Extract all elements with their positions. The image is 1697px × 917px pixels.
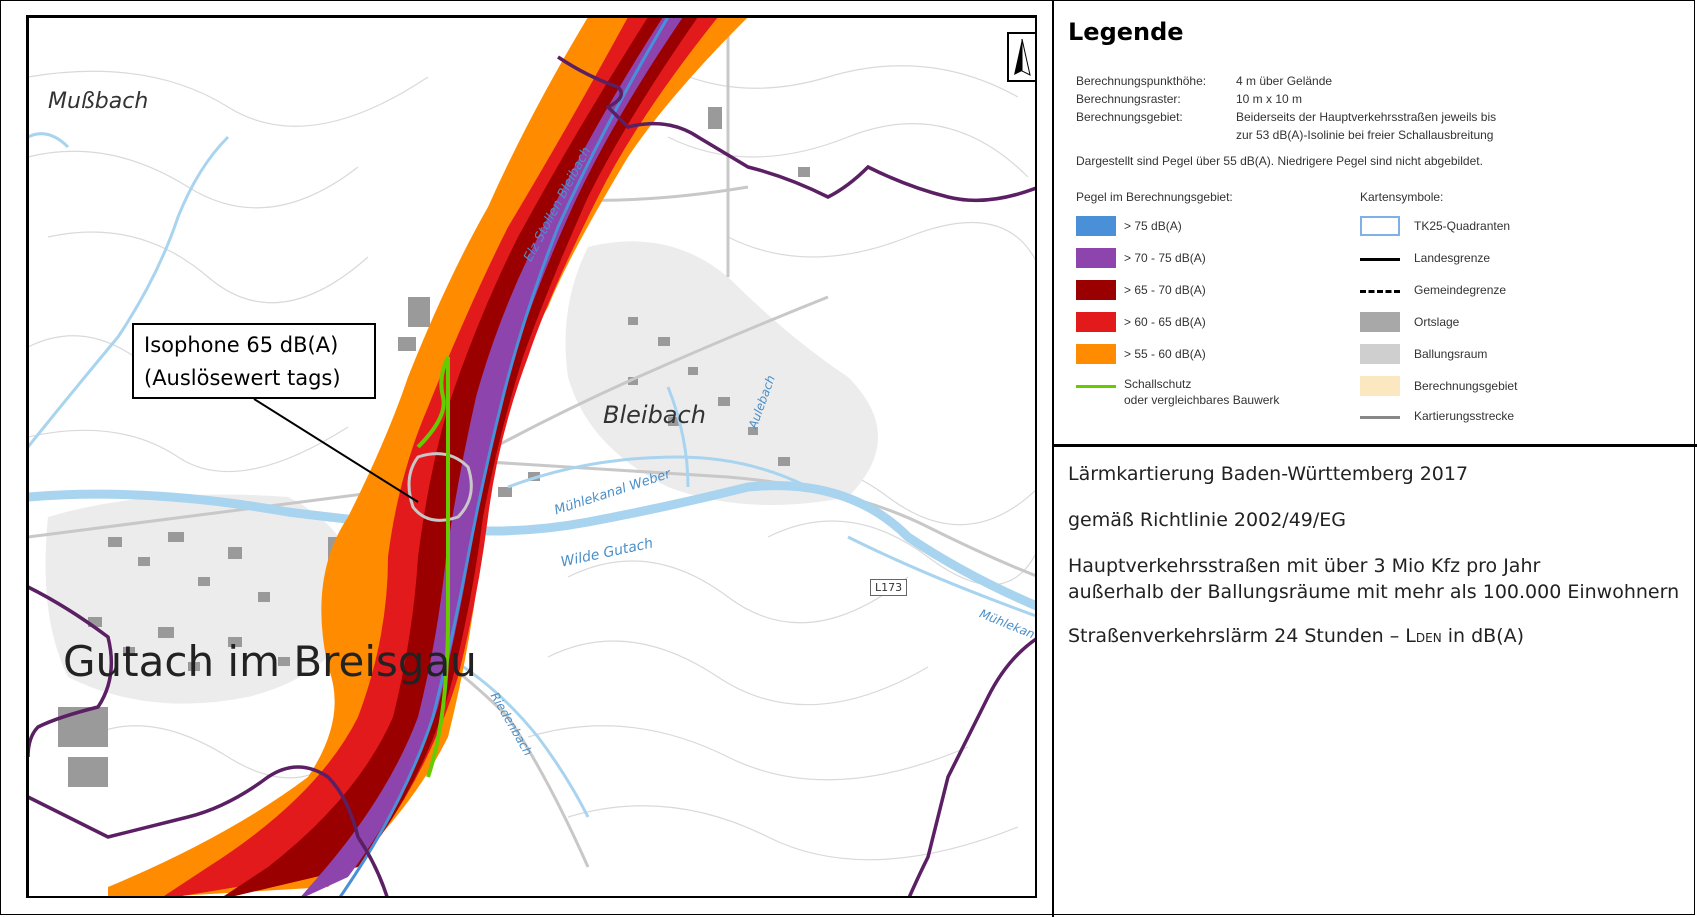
meta-value-1: 4 m über Gelände bbox=[1236, 74, 1333, 88]
symbol-label-3: Gemeindegrenze bbox=[1414, 283, 1507, 297]
info-indicator-sub: DEN bbox=[1415, 631, 1442, 645]
info-title: Lärmkartierung Baden-Württemberg 2017 bbox=[1068, 463, 1469, 485]
barrier-label-2: oder vergleichbares Bauwerk bbox=[1124, 393, 1280, 407]
barrier-label-1: Schallschutz bbox=[1124, 377, 1192, 391]
legend-note: Dargestellt sind Pegel über 55 dB(A). Ni… bbox=[1076, 154, 1483, 168]
meta-value-2: 10 m x 10 m bbox=[1236, 92, 1303, 106]
municipal-borders bbox=[28, 55, 1035, 896]
level-label-3: > 65 - 70 dB(A) bbox=[1124, 283, 1206, 297]
noise-corridor bbox=[108, 17, 748, 896]
callout-pointer bbox=[253, 398, 419, 503]
map-canvas bbox=[28, 17, 1035, 896]
level-label-5: > 55 - 60 dB(A) bbox=[1124, 347, 1206, 361]
swatch-level-55-60 bbox=[1076, 344, 1116, 364]
symbol-label-7: Kartierungsstrecke bbox=[1414, 409, 1515, 423]
meta-label-2: Berechnungsraster: bbox=[1076, 92, 1181, 106]
swatch-level-60-65 bbox=[1076, 312, 1116, 332]
legend-panel: Legende Berechnungspunkthöhe: 4 m über G… bbox=[1068, 18, 1688, 423]
meta-value-4: zur 53 dB(A)-Isolinie bei freier Schalla… bbox=[1236, 128, 1494, 142]
legend-title: Legende bbox=[1068, 18, 1184, 46]
label-bleibach: Bleibach bbox=[603, 401, 706, 429]
swatch-kartierungsstrecke bbox=[1360, 416, 1400, 419]
swatch-barrier bbox=[1076, 385, 1116, 388]
swatch-berechnungsgebiet bbox=[1360, 376, 1400, 396]
level-label-1: > 75 dB(A) bbox=[1124, 219, 1182, 233]
levels-header: Pegel im Berechnungsgebiet: bbox=[1076, 190, 1233, 204]
swatch-ortslage bbox=[1360, 312, 1400, 332]
info-indicator-post: in dB(A) bbox=[1441, 625, 1525, 647]
meta-label-1: Berechnungspunkthöhe: bbox=[1076, 74, 1207, 88]
swatch-level-75 bbox=[1076, 216, 1116, 236]
swatch-level-70-75 bbox=[1076, 248, 1116, 268]
info-scope-1: Hauptverkehrsstraßen mit über 3 Mio Kfz … bbox=[1068, 555, 1541, 577]
meta-label-3: Berechnungsgebiet: bbox=[1076, 110, 1183, 124]
symbol-label-4: Ortslage bbox=[1414, 315, 1460, 329]
symbol-label-1: TK25-Quadranten bbox=[1414, 219, 1511, 233]
isophone-callout: Isophone 65 dB(A) (Auslösewert tags) bbox=[132, 323, 376, 399]
swatch-level-65-70 bbox=[1076, 280, 1116, 300]
level-label-2: > 70 - 75 dB(A) bbox=[1124, 251, 1206, 265]
swatch-tk25 bbox=[1360, 216, 1400, 236]
panel-divider-horizontal bbox=[1052, 444, 1697, 447]
info-indicator: Straßenverkehrslärm 24 Stunden – LDEN in… bbox=[1068, 625, 1524, 647]
north-arrow-icon bbox=[1007, 32, 1035, 82]
symbols-header: Kartensymbole: bbox=[1360, 190, 1444, 204]
level-label-4: > 60 - 65 dB(A) bbox=[1124, 315, 1206, 329]
info-scope-2: außerhalb der Ballungsräume mit mehr als… bbox=[1068, 581, 1680, 603]
info-indicator-pre: Straßenverkehrslärm 24 Stunden – L bbox=[1068, 625, 1416, 647]
info-directive: gemäß Richtlinie 2002/49/EG bbox=[1068, 509, 1346, 531]
noise-map[interactable]: Isophone 65 dB(A) (Auslösewert tags) Muß… bbox=[26, 15, 1037, 898]
swatch-ballungsraum bbox=[1360, 344, 1400, 364]
callout-line-1: Isophone 65 dB(A) bbox=[144, 333, 339, 357]
symbol-label-2: Landesgrenze bbox=[1414, 251, 1491, 265]
symbol-label-5: Ballungsraum bbox=[1414, 347, 1488, 361]
symbol-label-6: Berechnungsgebiet bbox=[1414, 379, 1518, 393]
callout-line-2: (Auslösewert tags) bbox=[144, 366, 341, 390]
road-label-l173: L173 bbox=[870, 579, 908, 596]
panel-divider-vertical bbox=[1052, 0, 1054, 917]
swatch-landesgrenze bbox=[1360, 258, 1400, 261]
meta-value-3: Beiderseits der Hauptverkehrsstraßen jew… bbox=[1236, 110, 1497, 124]
swatch-gemeindegrenze bbox=[1360, 290, 1400, 293]
label-mussbach: Mußbach bbox=[48, 89, 149, 114]
label-gutach: Gutach im Breisgau bbox=[63, 637, 477, 686]
